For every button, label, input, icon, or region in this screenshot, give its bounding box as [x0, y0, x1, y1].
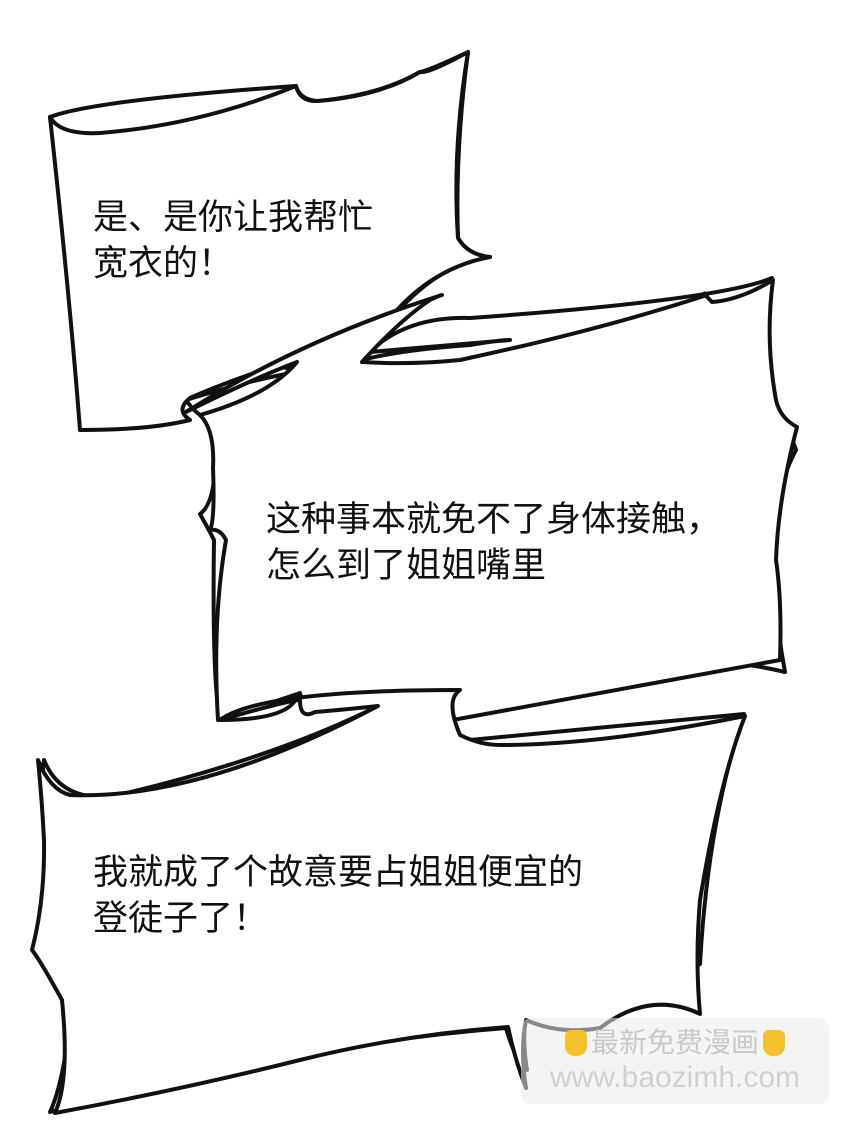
pointing-down-hand-icon [564, 1030, 587, 1056]
speech-bubble-2 [184, 278, 799, 750]
watermark-title: 最新免费漫画 [590, 1026, 759, 1059]
bubble-1-text: 是、是你让我帮忙 宽衣的！ [93, 195, 373, 287]
bubble-3-text: 我就成了个故意要占姐姐便宜的 登徒子了！ [93, 850, 583, 942]
pointing-down-hand-icon [763, 1030, 785, 1056]
bubble-2-text: 这种事本就免不了身体接触， 怎么到了姐姐嘴里 [266, 497, 721, 589]
bubble-3-line-1: 我就成了个故意要占姐姐便宜的 [93, 853, 584, 893]
watermark-url[interactable]: www.baozimh.com [549, 1061, 801, 1094]
bubble-3-line-2: 登徒子了！ [93, 899, 269, 939]
bubble-2-line-2: 怎么到了姐姐嘴里 [266, 546, 547, 586]
speech-bubble-1 [48, 50, 512, 432]
watermark-badge[interactable]: 最新免费漫画 www.baozimh.com [521, 1018, 829, 1104]
bubble-1-line-1: 是、是你让我帮忙 [93, 198, 374, 238]
watermark-title-row: 最新免费漫画 [521, 1026, 829, 1060]
bubble-2-line-1: 这种事本就免不了身体接触， [266, 500, 722, 540]
bubble-1-line-2: 宽衣的！ [93, 244, 234, 284]
speech-bubble-3 [30, 688, 747, 1115]
